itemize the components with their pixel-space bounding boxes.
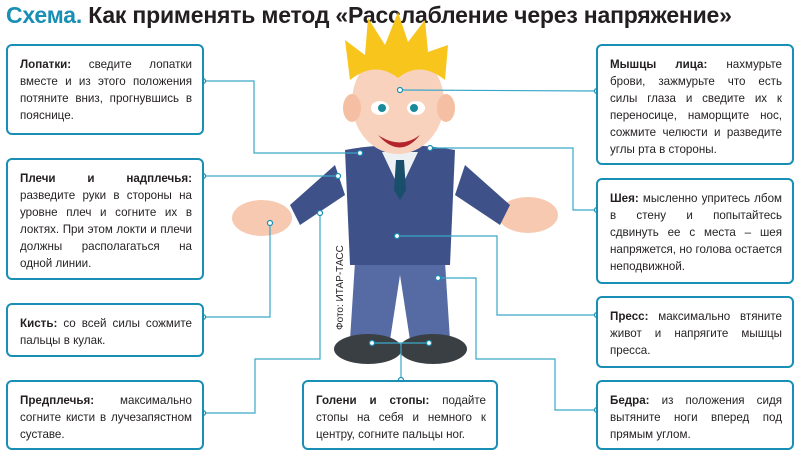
box-sheya: Шея: мысленно упритесь лбом в стену и по… — [596, 178, 794, 284]
box-plechi: Плечи и надплечья: разведите руки в стор… — [6, 158, 204, 280]
box-press: Пресс: максимально втяните живот и напря… — [596, 296, 794, 368]
box-goleni-stopy: Голени и стопы: подайте стопы на себя и … — [302, 380, 498, 450]
page-title: Схема. Как применять метод «Расслабление… — [6, 2, 732, 28]
box-predplechya: Предплечья: максимально согните кисти в … — [6, 380, 204, 450]
box-myshcy-lica: Мышцы лица: нахмурьте брови, зажмурьте ч… — [596, 44, 794, 165]
box-bedra: Бедра: из положения сидя вытяните ноги в… — [596, 380, 794, 450]
box-kist: Кисть: со всей силы сожмите пальцы в кул… — [6, 303, 204, 357]
box-lopatki: Лопатки: сведите лопатки вместе и из это… — [6, 44, 204, 135]
